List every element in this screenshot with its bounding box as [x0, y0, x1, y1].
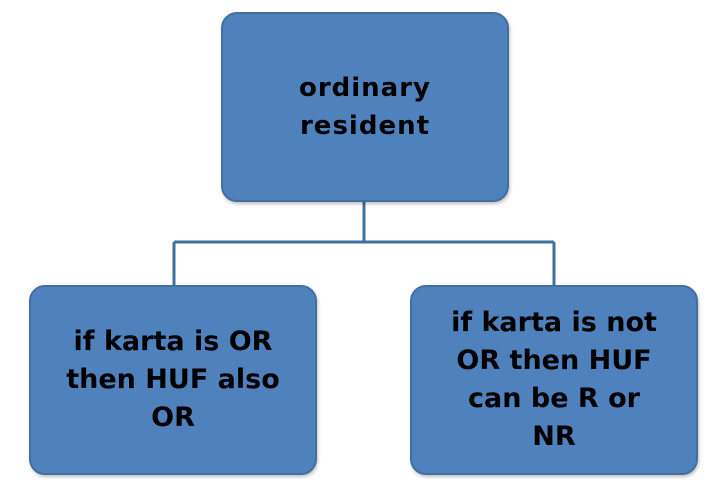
node-karta-is-not-or: if karta is not OR then HUF can be R or … — [410, 285, 698, 475]
node-karta-is-or-label: if karta is OR then HUF also OR — [66, 326, 280, 433]
node-ordinary-resident: ordinary resident — [221, 12, 509, 202]
node-karta-is-or: if karta is OR then HUF also OR — [29, 285, 317, 475]
node-karta-is-not-or-label: if karta is not OR then HUF can be R or … — [451, 307, 657, 452]
node-ordinary-resident-label: ordinary resident — [298, 73, 432, 141]
